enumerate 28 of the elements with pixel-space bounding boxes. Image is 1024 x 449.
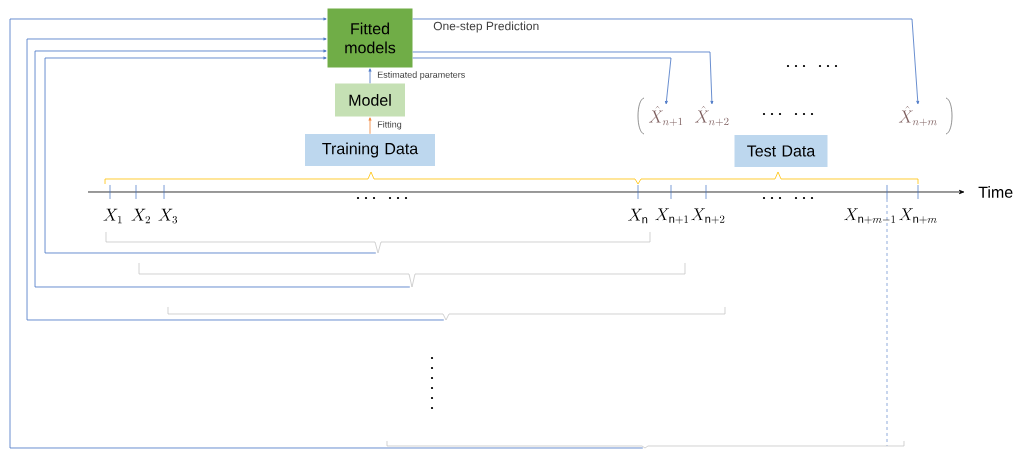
bracket xyxy=(386,440,905,449)
arrow xyxy=(44,56,377,254)
axis-label: Time xyxy=(978,186,1013,198)
arrow xyxy=(412,51,714,105)
process-box: Fitted models xyxy=(327,8,413,68)
axis-label: $X_{\mathrm{n}+2}$ xyxy=(691,208,725,224)
axis-label: $X_{\mathrm{n}+m}$ xyxy=(899,208,937,224)
predicted-value: $\hat{X}_{n+2}$ xyxy=(694,106,729,126)
arrow xyxy=(412,18,920,105)
arrow xyxy=(368,68,372,84)
predicted-value: $\hat{X}_{n+m}$ xyxy=(898,106,937,126)
axis-label: $X_{\mathrm{n}+1}$ xyxy=(655,208,688,224)
arrow xyxy=(34,49,411,288)
arrow xyxy=(368,117,372,135)
bracket xyxy=(138,262,686,288)
process-box: Training Data xyxy=(305,134,435,166)
process-box: Model xyxy=(335,83,405,117)
bracket xyxy=(167,306,726,321)
predicted-value: $\hat{X}_{n+1}$ xyxy=(648,106,683,126)
process-box: Test Data xyxy=(734,135,828,167)
edge-label: Estimated parameters xyxy=(376,70,467,81)
edge-label: Fitting xyxy=(376,120,403,131)
arrow xyxy=(412,57,672,105)
arrow xyxy=(26,37,445,321)
arrow xyxy=(9,17,644,449)
axis-label: $X_{\mathrm{n}+m-1}$ xyxy=(844,208,896,224)
edge-label: One-step Prediction xyxy=(432,20,541,34)
bracket xyxy=(105,231,651,254)
